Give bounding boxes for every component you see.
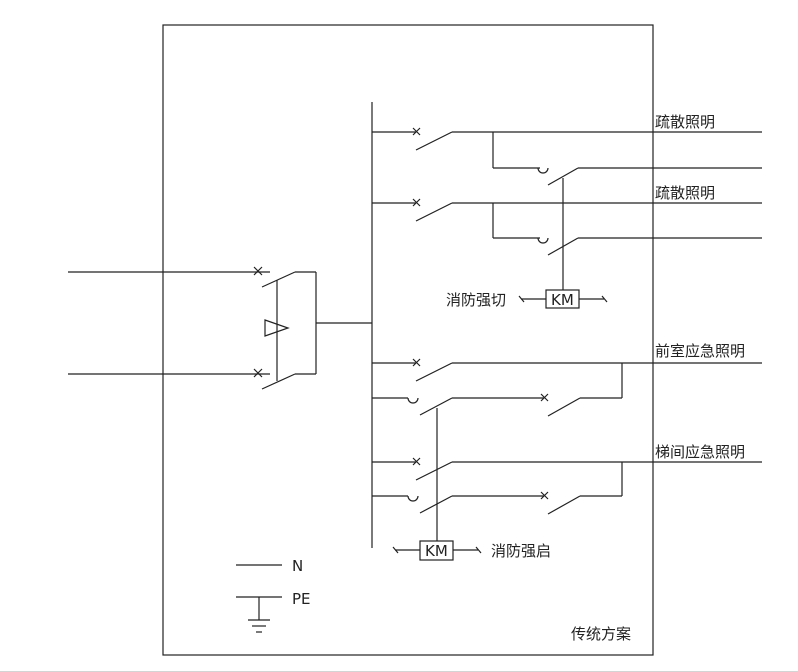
output-label-anteroom: 前室应急照明: [655, 342, 745, 360]
incoming-feeders: [68, 266, 270, 378]
dual-power-transfer-switch: [261, 271, 372, 390]
scheme-label: 传统方案: [571, 625, 631, 643]
branch-stairway: [372, 457, 762, 515]
relay-fire-cut: [518, 178, 608, 309]
relay-start-coil-label: KM: [425, 542, 448, 560]
branch-evac-1: [372, 127, 762, 186]
legend-pe-label: PE: [292, 590, 311, 608]
relay-start-label: 消防强启: [491, 542, 551, 560]
legend: [236, 564, 282, 633]
relay-fire-start: [392, 408, 482, 561]
output-label-evac-2: 疏散照明: [655, 184, 715, 202]
legend-n-label: N: [292, 557, 303, 575]
cabinet-enclosure: [162, 24, 654, 656]
relay-cut-coil-label: KM: [551, 291, 574, 309]
output-label-stairway: 梯间应急照明: [655, 443, 745, 461]
branch-evac-2: [372, 198, 762, 256]
output-label-evac-1: 疏散照明: [655, 113, 715, 131]
branch-anteroom: [372, 358, 762, 417]
relay-cut-label: 消防强切: [446, 291, 506, 309]
